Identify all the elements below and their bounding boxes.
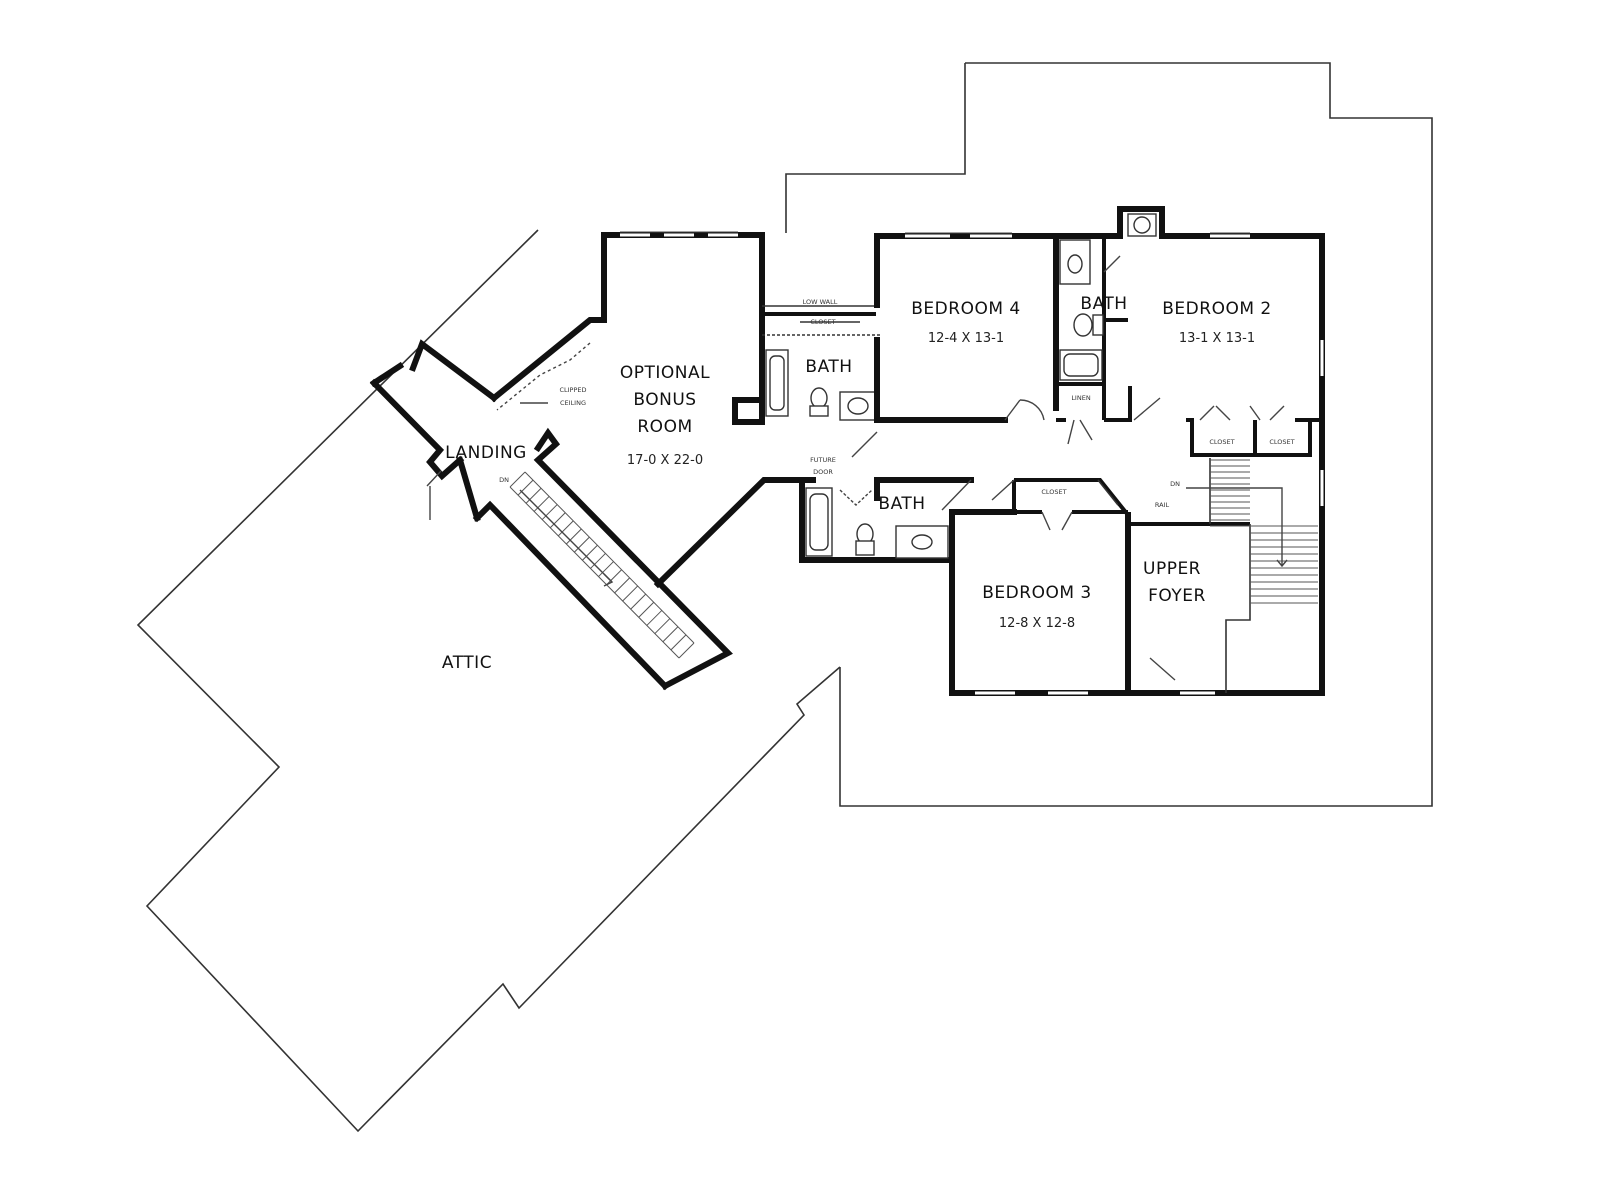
bedroom2-dims: 13-1 X 13-1 (1179, 331, 1255, 346)
door-swings (426, 255, 1285, 681)
rail-note: RAIL (1155, 501, 1170, 509)
main-stair (509, 471, 695, 659)
bonus-room-walls (369, 232, 816, 691)
landing-label: LANDING (445, 443, 527, 463)
stair-tread (622, 585, 639, 602)
linen-note: LINEN (1071, 394, 1091, 402)
stair-tread (670, 634, 687, 651)
bedroom4-dims: 12-4 X 13-1 (928, 331, 1004, 346)
stair-tread (517, 479, 534, 496)
future-door-note-1: FUTURE (810, 456, 836, 464)
foyer-stair (1186, 459, 1318, 604)
stair-tread (509, 471, 526, 488)
future-door-note-2: DOOR (813, 468, 833, 476)
bath-right-label: BATH (1080, 294, 1127, 314)
stair-tread (606, 569, 622, 586)
clipped-ceiling-note-2: CEILING (560, 399, 586, 407)
closet-note-b2a: CLOSET (1209, 438, 1234, 446)
bath-right-fixtures (1059, 213, 1157, 381)
bath-left-walls (762, 305, 880, 421)
bedroom3-label: BEDROOM 3 (982, 583, 1091, 603)
roof-outline (136, 62, 1433, 1133)
attic-label: ATTIC (442, 653, 492, 673)
stair-tread (590, 553, 606, 569)
low-wall-note: LOW WALL (803, 298, 838, 306)
closet-note-b3: CLOSET (1041, 488, 1066, 496)
bedroom3-dims: 12-8 X 12-8 (999, 616, 1075, 631)
stair-tread (614, 577, 630, 594)
stair-tread (574, 536, 590, 553)
stair-tread (678, 642, 695, 659)
bonus-room-dims: 17-0 X 22-0 (627, 453, 703, 468)
note-labels: LOW WALL CLOSET CLIPPED CEILING FUTURE D… (499, 298, 1295, 509)
upper-foyer-label-1: UPPER (1143, 559, 1201, 579)
bedroom2-label: BEDROOM 2 (1162, 299, 1271, 319)
bonus-room-label-3: ROOM (637, 417, 692, 437)
dn-foyer-note: DN (1170, 480, 1180, 488)
stair-tread (541, 504, 558, 520)
stair-tread (662, 626, 679, 643)
upper-foyer-label-2: FOYER (1148, 586, 1206, 606)
closet-note-bath: CLOSET (810, 318, 835, 326)
stair-tread (525, 487, 542, 504)
bedroom4-label: BEDROOM 4 (911, 299, 1020, 319)
bonus-room-label-1: OPTIONAL (620, 363, 710, 383)
bonus-room-label-2: BONUS (633, 390, 696, 410)
stair-tread (565, 528, 582, 545)
stair-tread (638, 601, 655, 618)
closet-note-b2b: CLOSET (1269, 438, 1294, 446)
bath-left-label: BATH (805, 357, 852, 377)
room-labels: OPTIONAL BONUS ROOM 17-0 X 22-0 BEDROOM … (442, 294, 1271, 673)
stair-tread (557, 520, 574, 537)
windows (620, 231, 1324, 695)
stair-tread (654, 618, 671, 634)
stair-tread (549, 512, 566, 529)
stair-tread (630, 593, 647, 610)
clipped-ceiling-note-1: CLIPPED (559, 386, 586, 394)
bath-mid-label: BATH (878, 494, 925, 514)
bath-mid-fixtures (805, 487, 949, 559)
stair-tread (582, 544, 598, 561)
stair-tread (598, 561, 614, 577)
dn-landing-note: DN (499, 476, 509, 484)
stair-tread (533, 496, 550, 512)
stair-tread (646, 610, 663, 626)
